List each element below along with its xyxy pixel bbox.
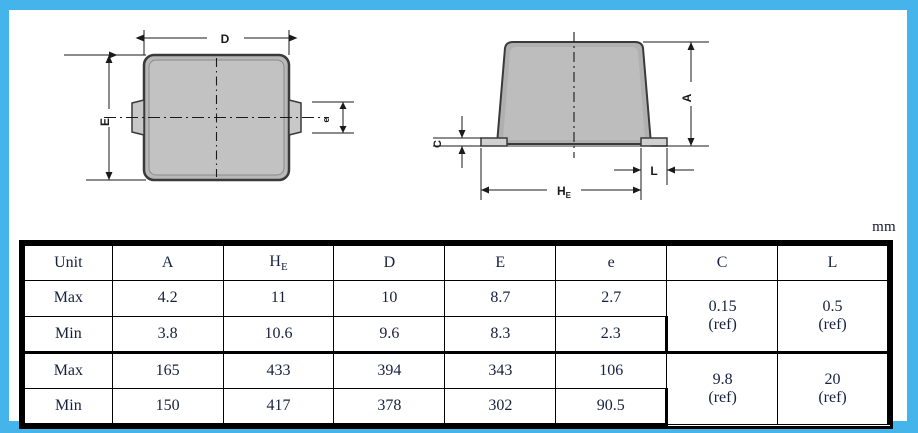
- cell-e: 90.5: [555, 388, 669, 426]
- table-row: Min 150 417 378 302 90.5: [22, 388, 889, 426]
- cell-C-mm-note: (ref): [708, 316, 737, 333]
- package-drawings: D: [9, 10, 907, 225]
- header-HE: HE: [222, 243, 335, 281]
- cell-A: 165: [111, 351, 224, 389]
- header-A: A: [111, 243, 224, 281]
- table-row: Max 4.2 11 10 8.7 2.7 0.15(ref) 0.5(ref): [22, 280, 890, 353]
- cell-D: 394: [333, 351, 446, 389]
- cell-L-mil-note: (ref): [818, 389, 847, 406]
- dim-label-E: E: [98, 118, 112, 126]
- cell-unit: Max: [22, 280, 113, 317]
- header-L: L: [777, 243, 890, 281]
- dimension-table: Unit A HE D E e C L Max 4.2 11 10 8.7 2.…: [19, 240, 893, 429]
- dimension-table-wrap: Unit A HE D E e C L Max 4.2 11 10 8.7 2.…: [19, 240, 893, 429]
- cell-A: 150: [111, 388, 224, 426]
- cell-C-mil-value: 9.8: [712, 370, 733, 388]
- table-row: Max 165 433 394 343 106 9.8(ref) 20(ref): [22, 351, 890, 425]
- cell-E: 8.3: [444, 316, 557, 353]
- page-frame-left: [0, 0, 9, 433]
- side-view-drawing: A C: [419, 10, 749, 225]
- cell-C-mm-value: 0.15: [708, 297, 737, 315]
- cell-L-mm-value: 0.5: [822, 297, 843, 315]
- cell-C-mil-note: (ref): [708, 389, 737, 406]
- dim-label-HE: HE: [557, 184, 572, 200]
- cell-L-mm-note: (ref): [818, 316, 847, 333]
- cell-e: 106: [555, 351, 668, 389]
- dim-label-e: e: [321, 117, 331, 122]
- cell-e: 2.3: [555, 316, 669, 353]
- cell-HE: 417: [222, 388, 335, 426]
- cell-e: 2.7: [555, 280, 668, 317]
- cell-A: 4.2: [111, 280, 224, 317]
- header-e: e: [555, 243, 668, 281]
- header-D: D: [333, 243, 446, 281]
- cell-unit: Min: [22, 316, 113, 353]
- cell-D: 9.6: [333, 316, 446, 353]
- cell-E: 8.7: [444, 280, 557, 317]
- cell-D: 378: [333, 388, 446, 426]
- cell-HE: 11: [222, 280, 335, 317]
- header-E: E: [444, 243, 557, 281]
- table-header-row: Unit A HE D E e C L: [22, 243, 890, 281]
- cell-L-mm: 0.5(ref): [777, 280, 890, 353]
- cell-C-mm: 0.15(ref): [666, 280, 779, 353]
- page-frame-right: [907, 0, 918, 433]
- cell-D: 10: [333, 280, 446, 317]
- page-frame-top: [0, 0, 918, 10]
- cell-L-mil-value: 20: [824, 370, 841, 388]
- center-lines: [104, 58, 329, 177]
- cell-E: 343: [444, 351, 557, 389]
- cell-A: 3.8: [111, 316, 224, 353]
- unit-note: mm: [872, 219, 896, 235]
- cell-HE: 10.6: [222, 316, 335, 353]
- cell-unit: Max: [22, 351, 113, 389]
- dim-label-D: D: [221, 32, 230, 46]
- cell-E: 302: [444, 388, 557, 426]
- header-unit: Unit: [22, 243, 113, 281]
- top-view-drawing: D: [64, 10, 394, 225]
- dim-label-A: A: [680, 93, 694, 102]
- header-C: C: [666, 243, 779, 281]
- header-HE-sub: E: [280, 260, 288, 273]
- cell-C-mil: 9.8(ref): [666, 351, 779, 425]
- dim-label-L: L: [650, 164, 657, 178]
- cell-HE: 433: [222, 351, 335, 389]
- header-HE-base: H: [269, 252, 281, 270]
- cell-L-mil: 20(ref): [777, 351, 890, 425]
- dim-label-C: C: [432, 140, 444, 148]
- cell-unit: Min: [22, 388, 113, 426]
